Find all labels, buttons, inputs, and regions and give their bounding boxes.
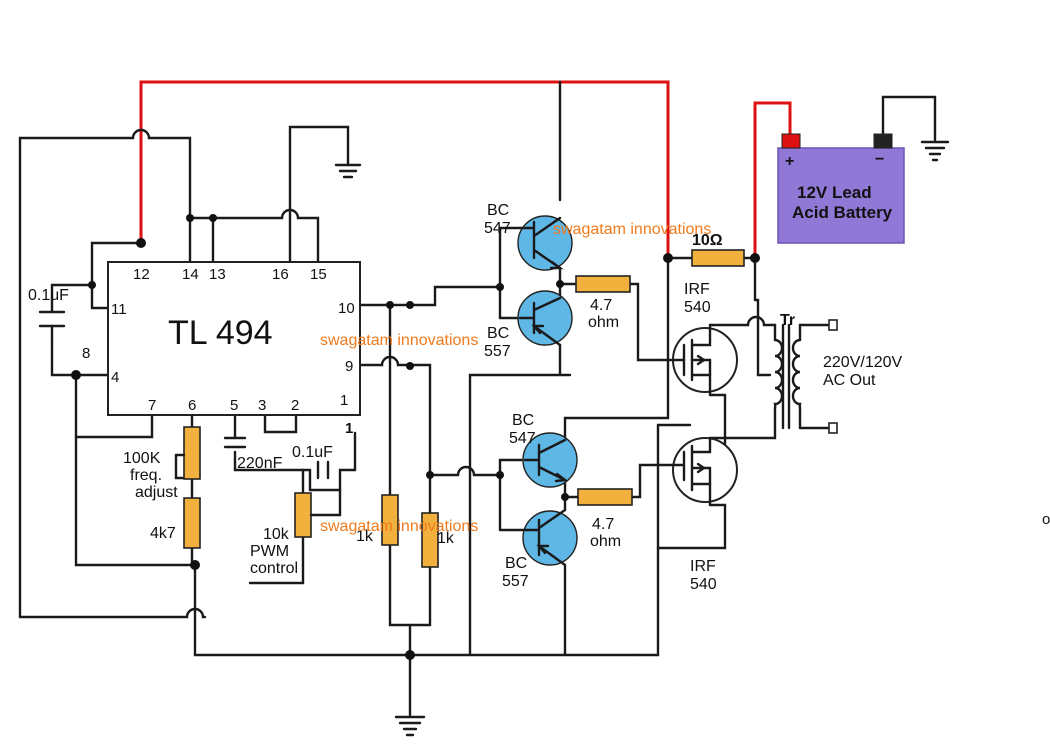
svg-text:1: 1 xyxy=(345,420,353,437)
svg-text:12: 12 xyxy=(133,266,150,283)
battery-minus: − xyxy=(875,151,884,168)
ground-symbol-bottom xyxy=(394,715,426,737)
svg-text:13: 13 xyxy=(209,266,226,283)
watermark: swagatam innovations xyxy=(553,221,711,238)
svg-text:9: 9 xyxy=(345,358,353,375)
svg-text:16: 16 xyxy=(272,266,289,283)
svg-text:15: 15 xyxy=(310,266,327,283)
battery-plus: + xyxy=(785,153,794,170)
ground-symbol-top xyxy=(334,163,362,179)
watermarks: swagatam innovations swagatam innovation… xyxy=(320,221,711,535)
svg-text:220nF: 220nF xyxy=(237,455,283,472)
svg-text:10: 10 xyxy=(338,300,355,317)
resistor-4k7: 4k7 xyxy=(150,497,201,549)
svg-text:8: 8 xyxy=(82,345,90,362)
svg-text:14: 14 xyxy=(182,266,199,283)
resistor-1k-a: 1k xyxy=(356,494,399,546)
svg-text:1k: 1k xyxy=(356,528,374,545)
watermark: swagatam innovations xyxy=(320,332,478,349)
timing-capacitor: 0.1uF xyxy=(28,287,69,342)
svg-text:1: 1 xyxy=(340,392,348,409)
watermark: swagatam innovations xyxy=(320,518,478,535)
feedback-capacitor: 0.1uF xyxy=(292,444,333,480)
positive-supply-wires xyxy=(139,80,792,260)
ic-name: TL 494 xyxy=(168,314,273,352)
capacitor-220nf: 220nF xyxy=(223,436,283,472)
ground-symbol-battery xyxy=(920,140,950,162)
svg-text:4: 4 xyxy=(111,369,119,386)
svg-text:6: 6 xyxy=(188,397,196,414)
svg-text:11: 11 xyxy=(111,301,127,318)
resistor-10-ohm: 10Ω xyxy=(691,232,745,267)
svg-text:3: 3 xyxy=(258,397,266,414)
junction-dots xyxy=(71,214,760,660)
svg-text:0.1uF: 0.1uF xyxy=(292,444,333,461)
svg-text:1k: 1k xyxy=(437,530,455,547)
svg-text:2: 2 xyxy=(291,397,299,414)
svg-text:4k7: 4k7 xyxy=(150,525,176,542)
svg-text:7: 7 xyxy=(148,397,156,414)
svg-text:10Ω: 10Ω xyxy=(692,232,723,249)
svg-text:5: 5 xyxy=(230,397,238,414)
tl494-ic: TL 494 12 14 13 16 15 11 8 4 10 9 7 6 5 … xyxy=(82,261,361,437)
pot-freq-l1: 100K xyxy=(123,450,161,467)
svg-text:0.1uF: 0.1uF xyxy=(28,287,69,304)
svg-text:Tr: Tr xyxy=(780,312,795,329)
resistor-1k-b: 1k xyxy=(421,512,455,568)
stray-mark: o xyxy=(1042,511,1050,528)
